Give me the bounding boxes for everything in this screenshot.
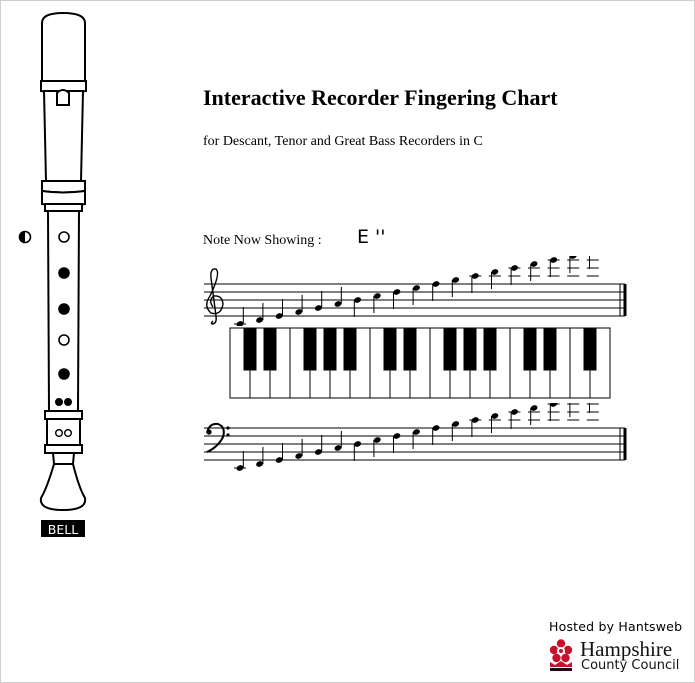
bass-clef-icon (206, 422, 230, 453)
treble-clef-icon (206, 268, 224, 325)
bass-staff-lines (204, 427, 627, 461)
note-showing-value: E '' (357, 226, 386, 248)
finger-hole-7-double[interactable] (55, 429, 73, 438)
piano-black-key[interactable] (583, 327, 597, 371)
note-head[interactable] (334, 287, 343, 308)
note-head[interactable] (508, 408, 521, 429)
piano-keyboard (229, 327, 611, 399)
piano-black-key[interactable] (243, 327, 257, 371)
finger-hole-6-double[interactable] (55, 398, 73, 407)
note-head[interactable] (314, 291, 323, 312)
note-head[interactable] (314, 435, 323, 456)
note-head[interactable] (567, 403, 580, 421)
piano-black-key[interactable] (383, 327, 397, 371)
piano-black-key[interactable] (343, 327, 357, 371)
piano-black-key[interactable] (543, 327, 557, 371)
treble-staff-lines (204, 283, 627, 317)
note-head[interactable] (547, 256, 560, 277)
piano-black-key[interactable] (403, 327, 417, 371)
piano-black-key[interactable] (443, 327, 457, 371)
council-name-line1[interactable]: Hampshire (580, 637, 673, 661)
note-head[interactable] (392, 432, 401, 453)
finger-hole-2[interactable] (58, 267, 70, 279)
note-head[interactable] (451, 420, 460, 441)
note-head[interactable] (469, 272, 482, 293)
note-showing-label: Note Now Showing : (203, 233, 322, 248)
finger-hole-1[interactable] (58, 231, 70, 243)
treble-notes (234, 256, 599, 326)
note-head[interactable] (353, 296, 362, 317)
note-head[interactable] (508, 264, 521, 285)
treble-staff (204, 256, 627, 326)
bell-label: BELL (41, 520, 85, 537)
note-head[interactable] (334, 431, 343, 452)
page-subtitle: for Descant, Tenor and Great Bass Record… (203, 134, 483, 149)
piano-black-key[interactable] (323, 327, 337, 371)
note-head[interactable] (547, 403, 560, 421)
note-head[interactable] (294, 439, 303, 460)
finger-hole-5[interactable] (58, 368, 70, 380)
note-head[interactable] (373, 436, 382, 457)
piano-black-key[interactable] (303, 327, 317, 371)
note-head[interactable] (373, 292, 382, 313)
note-head[interactable] (488, 412, 501, 433)
bass-staff (204, 403, 627, 472)
note-head[interactable] (432, 280, 441, 301)
recorder-body (39, 11, 87, 512)
note-head[interactable] (469, 416, 482, 437)
piano-black-key[interactable] (263, 327, 277, 371)
note-head[interactable] (488, 268, 501, 289)
hampshire-logo-icon[interactable] (546, 638, 576, 676)
note-head[interactable] (275, 299, 284, 320)
note-head[interactable] (528, 404, 540, 425)
note-head[interactable] (353, 440, 362, 461)
thumb-hole[interactable] (18, 230, 32, 244)
note-head[interactable] (294, 295, 303, 316)
note-head[interactable] (392, 288, 401, 309)
note-head[interactable] (586, 256, 599, 277)
finger-hole-4[interactable] (58, 334, 70, 346)
note-head[interactable] (255, 447, 264, 468)
bass-notes (234, 403, 599, 472)
note-head[interactable] (412, 284, 421, 305)
note-head[interactable] (451, 276, 460, 297)
piano-black-key[interactable] (523, 327, 537, 371)
page-title: Interactive Recorder Fingering Chart (203, 85, 558, 110)
note-head[interactable] (528, 260, 540, 281)
note-head[interactable] (567, 256, 580, 277)
note-head[interactable] (255, 303, 264, 324)
council-name-line2[interactable]: County Council (581, 658, 680, 673)
hosted-by-text: Hosted by Hantsweb (549, 619, 683, 634)
note-head[interactable] (275, 443, 284, 464)
piano-black-key[interactable] (463, 327, 477, 371)
svg-text:BELL: BELL (48, 522, 78, 537)
note-head[interactable] (586, 403, 599, 421)
note-head[interactable] (432, 424, 441, 445)
recorder-diagram: BELL (18, 11, 87, 537)
piano-black-key[interactable] (483, 327, 497, 371)
note-head[interactable] (234, 451, 246, 472)
finger-hole-3[interactable] (58, 303, 70, 315)
note-head[interactable] (234, 307, 246, 326)
note-head[interactable] (412, 428, 421, 449)
